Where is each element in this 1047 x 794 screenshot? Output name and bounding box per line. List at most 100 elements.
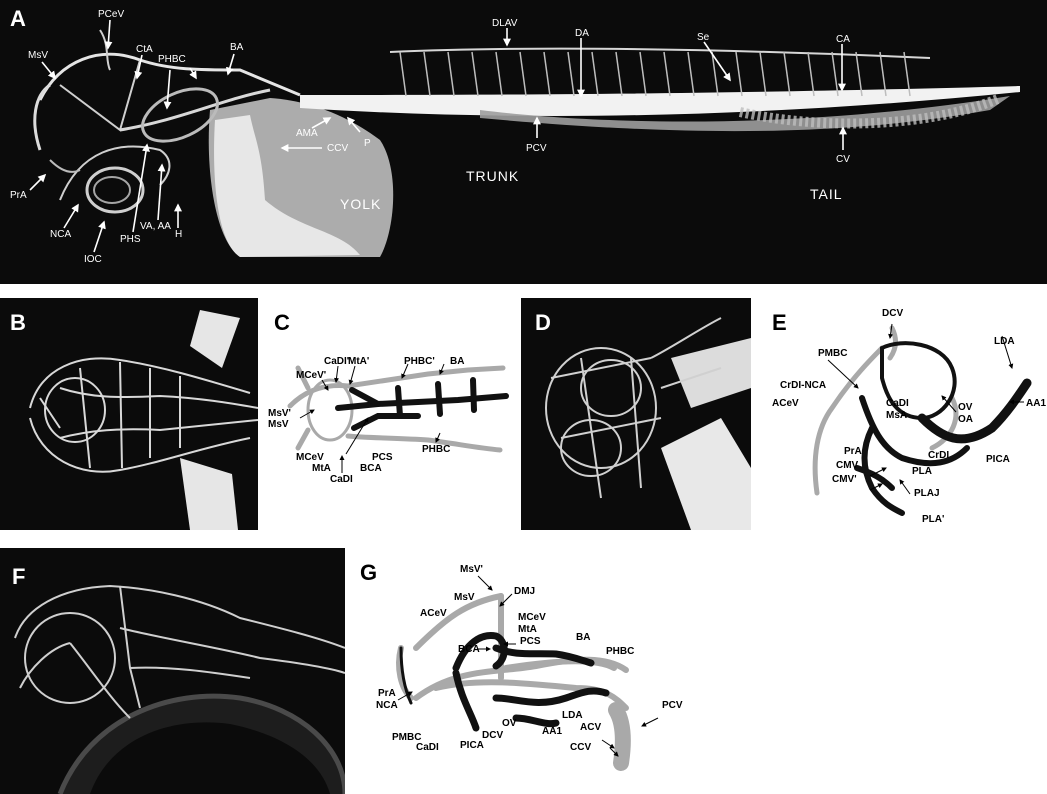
label-phbc: PHBC <box>158 54 186 65</box>
panel-a: A YOLK TRUNK TAIL PCeV MsV CtA PHBC BA D… <box>0 0 1047 284</box>
label-bca: BCA <box>360 463 382 474</box>
label-mta: MtA <box>518 624 537 635</box>
label-pcs: PCS <box>520 636 541 647</box>
panel-label-f: F <box>12 564 26 589</box>
label-cadi-prime: CaDI' <box>324 356 350 367</box>
label-mcev: MCeV <box>518 612 546 623</box>
intersegmental-vessel <box>903 51 911 97</box>
label-phs: PHS <box>120 234 141 245</box>
label-mta-prime: MtA' <box>348 356 370 367</box>
panel-b-vasculature <box>29 310 258 530</box>
intersegmental-vessel <box>543 51 551 97</box>
label-pmbc: PMBC <box>818 348 848 359</box>
panel-d: D <box>521 298 751 530</box>
label-acv: ACV <box>580 722 602 733</box>
panel-c-diagram <box>287 363 509 473</box>
label-pra: PrA <box>378 688 396 699</box>
label-cadi: CaDI <box>416 742 439 753</box>
panel-e: E DCV LDA PMBC CrDI-NCA OV OA CaDI ACeV … <box>762 298 1047 530</box>
label-ba: BA <box>230 42 244 53</box>
panel-label-b: B <box>10 310 26 335</box>
label-cmv-prime: CMV' <box>832 474 857 485</box>
label-cadi: CaDI <box>330 474 353 485</box>
intersegmental-vessel <box>735 51 743 97</box>
label-lda: LDA <box>994 336 1015 347</box>
label-pmbc: PMBC <box>392 732 422 743</box>
label-mcev: MCeV <box>296 452 324 463</box>
label-ioc: IOC <box>84 254 102 265</box>
panel-a-segmental-vessels <box>399 51 911 97</box>
label-mta: MtA <box>312 463 331 474</box>
label-aa1: AA1 <box>542 726 563 737</box>
panel-b: B <box>0 298 258 530</box>
label-ov: OV <box>502 718 517 729</box>
intersegmental-vessel <box>807 51 815 97</box>
label-cv: CV <box>836 154 850 165</box>
label-crdi: CrDI <box>928 450 950 461</box>
label-cmv: CMV <box>836 460 859 471</box>
label-nca: NCA <box>376 700 398 711</box>
label-ov: OV <box>958 402 973 413</box>
region-trunk: TRUNK <box>466 168 520 184</box>
intersegmental-vessel <box>423 51 431 97</box>
panel-e-diagram <box>812 323 1032 516</box>
label-bca: BCA <box>458 644 480 655</box>
intersegmental-vessel <box>855 51 863 97</box>
intersegmental-vessel <box>447 51 455 97</box>
intersegmental-vessel <box>783 51 791 97</box>
label-pla: PLA <box>912 466 932 477</box>
panel-g-diagram <box>396 575 659 771</box>
label-ccv: CCV <box>570 742 592 753</box>
panel-f: F <box>0 548 345 794</box>
label-msa: MsA <box>886 410 908 421</box>
panel-c: C CaDI' MtA' PHBC' BA MCeV' MsV' MsV MCe… <box>268 298 518 530</box>
intersegmental-vessel <box>615 51 623 97</box>
intersegmental-vessel <box>759 51 767 97</box>
label-acev: ACeV <box>420 608 447 619</box>
label-dcv: DCV <box>882 308 904 319</box>
panel-f-vasculature <box>14 584 345 794</box>
panel-a-vasculature <box>33 29 1020 257</box>
label-acev: ACeV <box>772 398 799 409</box>
label-ama: AMA <box>296 128 318 139</box>
label-plaj: PLAJ <box>914 488 940 499</box>
label-nca: NCA <box>50 229 72 240</box>
label-msv: MsV <box>28 50 48 61</box>
label-dlav: DLAV <box>492 18 518 29</box>
label-pcev: PCeV <box>98 9 125 20</box>
label-pra: PrA <box>10 190 27 201</box>
label-pcv: PCV <box>526 143 547 154</box>
label-cadi: CaDI <box>886 398 909 409</box>
panel-label-d: D <box>535 310 551 335</box>
intersegmental-vessel <box>471 51 479 97</box>
label-oa: OA <box>958 414 973 425</box>
panel-label-a: A <box>10 6 26 31</box>
label-da: DA <box>575 28 589 39</box>
panel-label-c: C <box>274 310 290 335</box>
intersegmental-vessel <box>639 51 647 97</box>
panel-label-g: G <box>360 560 378 585</box>
label-phbc-prime: PHBC' <box>404 356 435 367</box>
panel-g: G MsV' MsV DMJ ACeV MCeV MtA BCA PCS BA … <box>356 548 1047 794</box>
label-aa1: AA1 <box>1026 398 1047 409</box>
label-phbc: PHBC <box>606 646 635 657</box>
region-yolk: YOLK <box>340 196 382 212</box>
label-pica: PICA <box>460 740 484 751</box>
label-pica: PICA <box>986 454 1010 465</box>
intersegmental-vessel <box>687 51 695 97</box>
intersegmental-vessel <box>879 51 887 97</box>
label-msv: MsV <box>454 592 475 603</box>
label-pla-prime: PLA' <box>922 514 945 525</box>
label-cta: CtA <box>136 44 153 55</box>
label-lda: LDA <box>562 710 583 721</box>
intersegmental-vessel <box>831 51 839 97</box>
label-ccv: CCV <box>327 143 349 154</box>
panel-d-vasculature <box>545 317 751 530</box>
label-pcv: PCV <box>662 700 683 711</box>
label-ba: BA <box>576 632 591 643</box>
region-tail: TAIL <box>810 186 843 202</box>
label-p: P <box>364 138 371 149</box>
panel-a-arrows <box>29 19 847 253</box>
label-mcev-prime: MCeV' <box>296 370 327 381</box>
label-phbc: PHBC <box>422 444 451 455</box>
